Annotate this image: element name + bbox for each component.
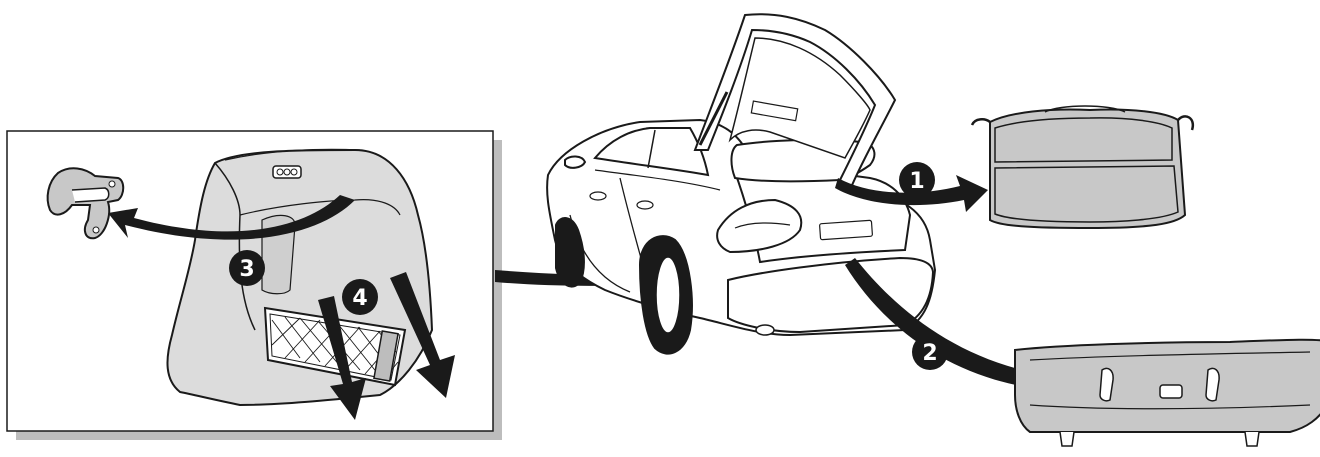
callout-1-label: 1 <box>909 169 924 194</box>
arrow-4b <box>390 272 455 398</box>
front-wheel <box>555 217 585 288</box>
callout-1: 1 <box>899 162 935 198</box>
arrow-4a <box>318 296 366 420</box>
inset-detail-panel: 3 4 <box>6 130 502 440</box>
tail-light <box>716 198 803 254</box>
connector-arrow <box>495 228 810 286</box>
callout-4: 4 <box>342 279 378 315</box>
luggage-cover <box>970 105 1195 230</box>
callout-2: 2 <box>912 334 948 370</box>
callout-3: 3 <box>229 250 265 286</box>
arrow-3 <box>108 195 355 240</box>
callout-2-label: 2 <box>922 341 937 366</box>
callout-4-label: 4 <box>352 286 367 311</box>
callout-3-label: 3 <box>239 257 254 282</box>
sill-trim-panel <box>1014 338 1320 447</box>
removed-hook <box>46 167 125 240</box>
